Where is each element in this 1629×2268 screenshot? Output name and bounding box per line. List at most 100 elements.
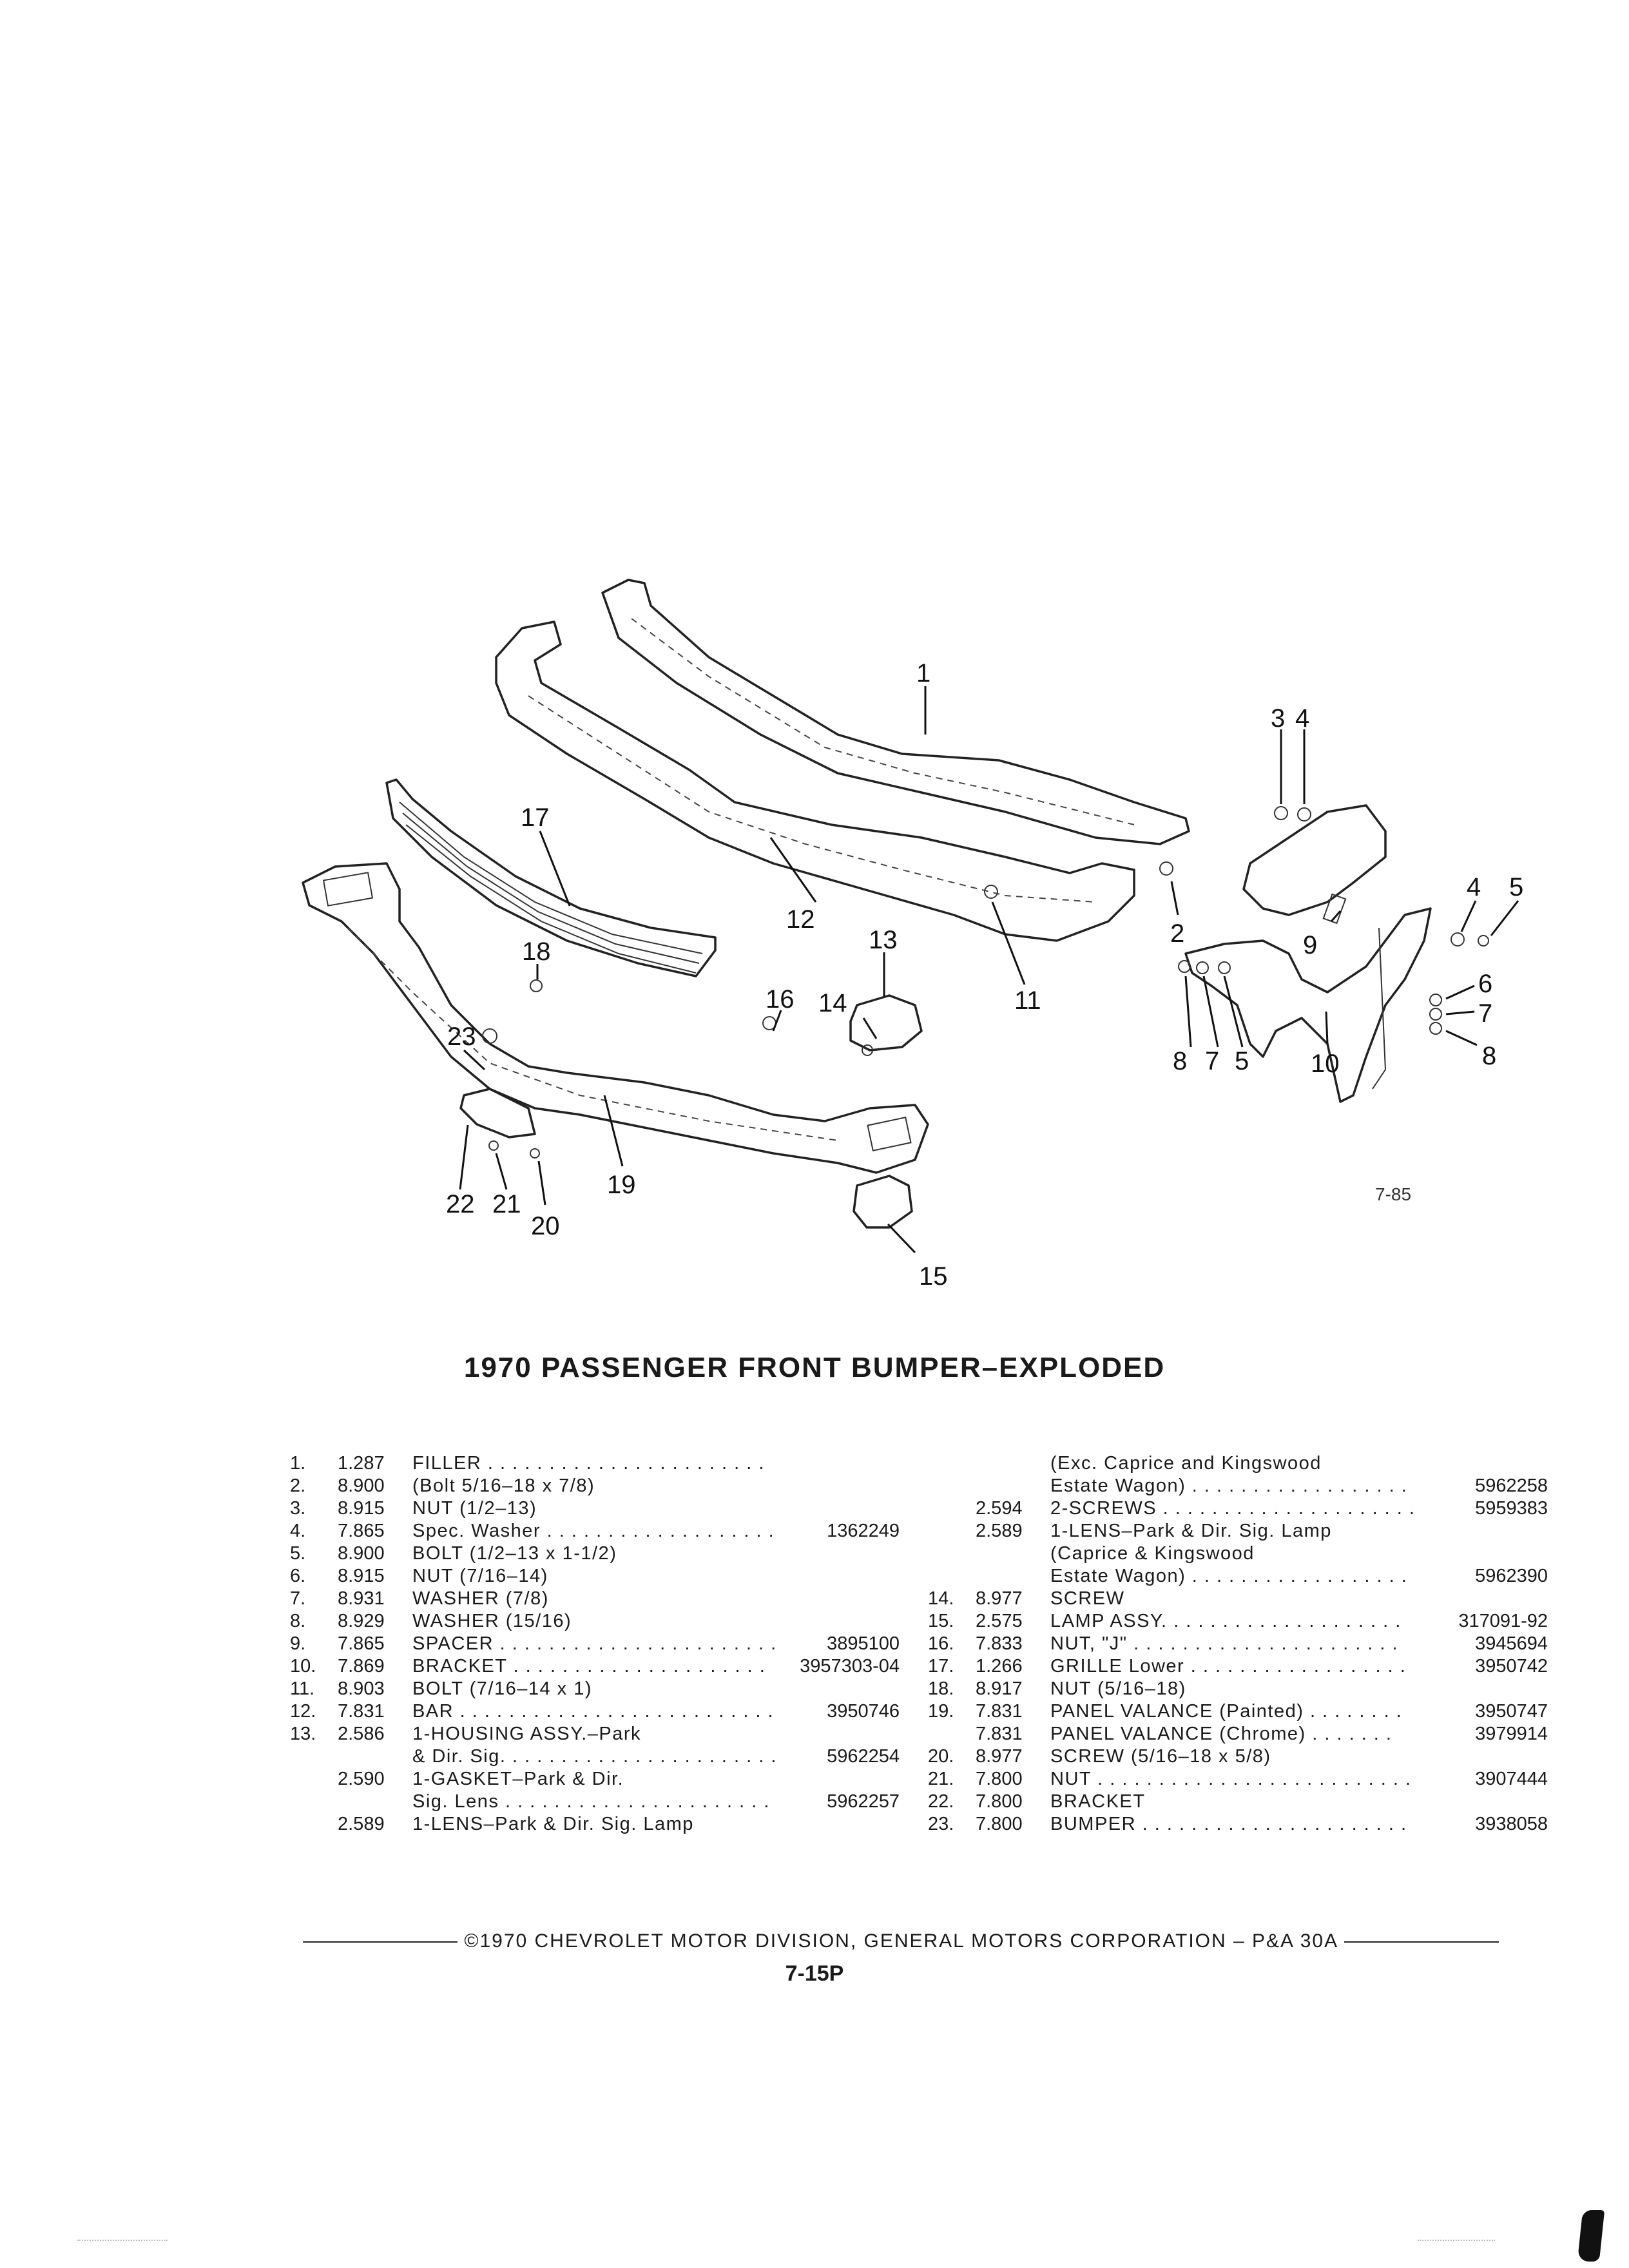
callout-14: 14 xyxy=(818,989,847,1017)
item-number: 16. xyxy=(928,1633,954,1654)
item-number: 14. xyxy=(928,1588,954,1609)
item-number: 11. xyxy=(290,1678,315,1699)
part-description: FILLER . . . . . . . . . . . . . . . . .… xyxy=(412,1453,765,1474)
scan-artifact-left xyxy=(77,2240,168,2241)
item-number: 9. xyxy=(290,1633,306,1654)
parts-list-row: Estate Wagon) . . . . . . . . . . . . . … xyxy=(928,1475,1548,1497)
item-number: 2. xyxy=(290,1475,306,1496)
group-number: 8.903 xyxy=(338,1678,385,1699)
part-number: 5962254 xyxy=(827,1746,900,1767)
group-number: 8.917 xyxy=(976,1678,1023,1699)
part-description: BOLT (7/16–14 x 1) xyxy=(412,1678,593,1699)
callout-11: 11 xyxy=(1014,986,1041,1015)
item-number: 7. xyxy=(290,1588,306,1609)
part-description: (Bolt 5/16–18 x 7/8) xyxy=(412,1475,595,1496)
part-description: NUT . . . . . . . . . . . . . . . . . . … xyxy=(1050,1769,1412,1789)
callout-6: 6 xyxy=(1478,970,1492,998)
part-number: 3895100 xyxy=(827,1633,900,1654)
footer: ©1970 CHEVROLET MOTOR DIVISION, GENERAL … xyxy=(303,1930,1540,1952)
group-number: 8.931 xyxy=(338,1588,385,1609)
footer-rule-left xyxy=(303,1941,458,1943)
group-number: 8.900 xyxy=(338,1543,385,1564)
callout-5-bottom: 5 xyxy=(1235,1047,1249,1075)
parts-list-row: 21. 7.800 NUT . . . . . . . . . . . . . . … xyxy=(928,1768,1548,1791)
callout-15: 15 xyxy=(919,1262,948,1291)
callout-17: 17 xyxy=(521,803,550,832)
lamp-assy-part xyxy=(853,1175,913,1229)
parts-list-row: & Dir. Sig. . . . . . . . . . . . . . . … xyxy=(290,1745,900,1768)
part-description: NUT, "J" . . . . . . . . . . . . . . . .… xyxy=(1050,1633,1399,1654)
item-number: 8. xyxy=(290,1611,306,1631)
group-number: 7.833 xyxy=(976,1633,1023,1654)
item-number: 10. xyxy=(290,1656,316,1677)
callout-2: 2 xyxy=(1170,919,1184,948)
frame-bracket-part xyxy=(1184,804,1432,1103)
part-description: SCREW (5/16–18 x 5/8) xyxy=(1050,1746,1271,1767)
group-number: 7.831 xyxy=(338,1701,385,1722)
part-description: 1-GASKET–Park & Dir. xyxy=(412,1769,624,1789)
callout-16: 16 xyxy=(766,985,795,1014)
group-number: 7.800 xyxy=(976,1769,1023,1789)
part-description: SPACER . . . . . . . . . . . . . . . . .… xyxy=(412,1633,777,1654)
item-number: 23. xyxy=(928,1814,954,1834)
group-number: 8.915 xyxy=(338,1498,385,1519)
part-description: Spec. Washer . . . . . . . . . . . . . .… xyxy=(412,1521,775,1541)
callout-19: 19 xyxy=(607,1171,636,1199)
part-description: BUMPER . . . . . . . . . . . . . . . . .… xyxy=(1050,1814,1407,1834)
part-description: Estate Wagon) . . . . . . . . . . . . . … xyxy=(1050,1475,1408,1496)
group-number: 7.800 xyxy=(976,1814,1023,1834)
part-number: 3957303-04 xyxy=(800,1656,900,1677)
exploded-diagram: 1 2 3 4 4 5 6 7 8 8 7 5 9 10 11 12 13 14… xyxy=(302,579,1523,1291)
callout-5-right: 5 xyxy=(1509,873,1523,901)
part-number: 5962258 xyxy=(1475,1475,1548,1496)
copyright-text: ©1970 CHEVROLET MOTOR DIVISION, GENERAL … xyxy=(464,1930,1338,1952)
part-description: (Exc. Caprice and Kingswood xyxy=(1050,1453,1322,1474)
grille-part xyxy=(385,778,717,977)
page-number: 7-15P xyxy=(785,1961,844,1986)
part-description: BRACKET . . . . . . . . . . . . . . . . … xyxy=(412,1656,766,1677)
group-number: 8.929 xyxy=(338,1611,385,1631)
group-number: 8.977 xyxy=(976,1588,1023,1609)
part-description: 1-LENS–Park & Dir. Sig. Lamp xyxy=(412,1814,694,1834)
part-number: 3950747 xyxy=(1475,1701,1548,1722)
part-description: 2-SCREWS . . . . . . . . . . . . . . . .… xyxy=(1050,1498,1416,1519)
part-description: Sig. Lens . . . . . . . . . . . . . . . … xyxy=(412,1791,770,1812)
callout-9: 9 xyxy=(1303,931,1317,959)
callout-21: 21 xyxy=(492,1190,521,1218)
page-title: 1970 PASSENGER FRONT BUMPER–EXPLODED xyxy=(463,1352,1166,1383)
group-number: 7.865 xyxy=(338,1633,385,1654)
group-number: 2.594 xyxy=(976,1498,1023,1519)
bar-part xyxy=(495,620,1135,942)
group-number: 8.977 xyxy=(976,1746,1023,1767)
item-number: 3. xyxy=(290,1498,306,1519)
group-number: 8.900 xyxy=(338,1475,385,1496)
item-number: 4. xyxy=(290,1521,306,1541)
callout-8-bottom: 8 xyxy=(1173,1047,1187,1075)
part-description: NUT (7/16–14) xyxy=(412,1566,548,1586)
part-number: 5962390 xyxy=(1475,1566,1548,1586)
item-number: 21. xyxy=(928,1769,954,1789)
item-number: 17. xyxy=(928,1656,954,1677)
footer-rule-right xyxy=(1344,1941,1499,1943)
item-number: 18. xyxy=(928,1678,954,1699)
parts-list-row: 2. 8.900 (Bolt 5/16–18 x 7/8) xyxy=(290,1475,900,1497)
part-description: NUT (5/16–18) xyxy=(1050,1678,1186,1699)
group-number: 1.266 xyxy=(976,1656,1023,1677)
item-number: 15. xyxy=(928,1611,954,1631)
callout-4-right: 4 xyxy=(1467,873,1481,901)
part-description: BAR . . . . . . . . . . . . . . . . . . … xyxy=(412,1701,775,1722)
group-number: 7.865 xyxy=(338,1521,385,1541)
item-number: 6. xyxy=(290,1566,306,1586)
